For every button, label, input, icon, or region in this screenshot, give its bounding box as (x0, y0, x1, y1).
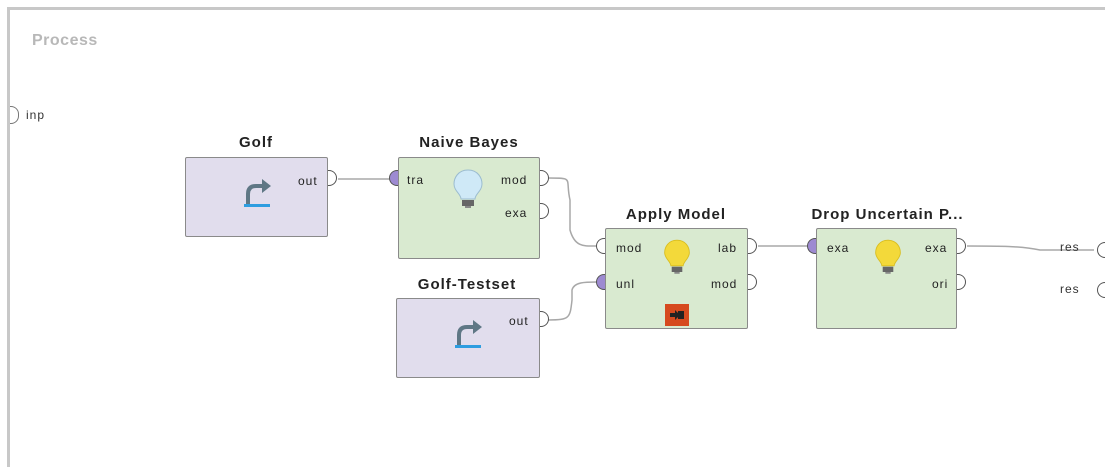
port-naive-bayes-tra[interactable] (389, 170, 398, 186)
port-apply-model-mod-in[interactable] (596, 238, 605, 254)
operator-title-apply-model: Apply Model (625, 206, 727, 223)
port-label-drop-uncertain-ori: ori (932, 277, 949, 291)
operator-title-drop-uncertain: Drop Uncertain P... (811, 206, 964, 223)
port-label-golf-testset-out: out (509, 314, 529, 328)
subprocess-icon[interactable] (665, 304, 689, 326)
port-apply-model-unl[interactable] (596, 274, 605, 290)
operator-golf-testset[interactable]: out (396, 298, 540, 378)
port-label-apply-model-unl: unl (616, 277, 636, 291)
operator-golf[interactable]: out (185, 157, 328, 237)
result-port-label-1: res (1060, 240, 1080, 254)
port-label-apply-model-lab: lab (718, 241, 738, 255)
port-label-drop-uncertain-exa-out: exa (925, 241, 948, 255)
retrieve-icon (244, 179, 271, 207)
operator-title-golf: Golf (239, 134, 273, 151)
port-label-naive-bayes-exa: exa (505, 206, 528, 220)
process-input-label: inp (26, 108, 46, 122)
lightbulb-icon (875, 239, 901, 274)
port-label-apply-model-mod-in: mod (616, 241, 643, 255)
retrieve-icon (455, 320, 482, 348)
port-label-drop-uncertain-exa-in: exa (827, 241, 850, 255)
lightbulb-icon (453, 169, 483, 208)
operator-naive-bayes[interactable]: tra mod exa (398, 157, 540, 259)
port-label-naive-bayes-mod: mod (501, 173, 528, 187)
process-title: Process (32, 32, 98, 49)
process-canvas[interactable] (7, 7, 1105, 467)
port-label-naive-bayes-tra: tra (407, 173, 425, 187)
port-label-apply-model-mod-out: mod (711, 277, 738, 291)
operator-title-golf-testset: Golf-Testset (417, 276, 517, 293)
port-label-golf-out: out (298, 174, 318, 188)
port-drop-uncertain-exa-in[interactable] (807, 238, 816, 254)
operator-title-naive-bayes: Naive Bayes (419, 134, 519, 151)
operator-apply-model[interactable]: mod unl lab mod (605, 228, 748, 329)
result-port-label-2: res (1060, 282, 1080, 296)
operator-drop-uncertain[interactable]: exa exa ori (816, 228, 957, 329)
lightbulb-icon (664, 239, 690, 274)
